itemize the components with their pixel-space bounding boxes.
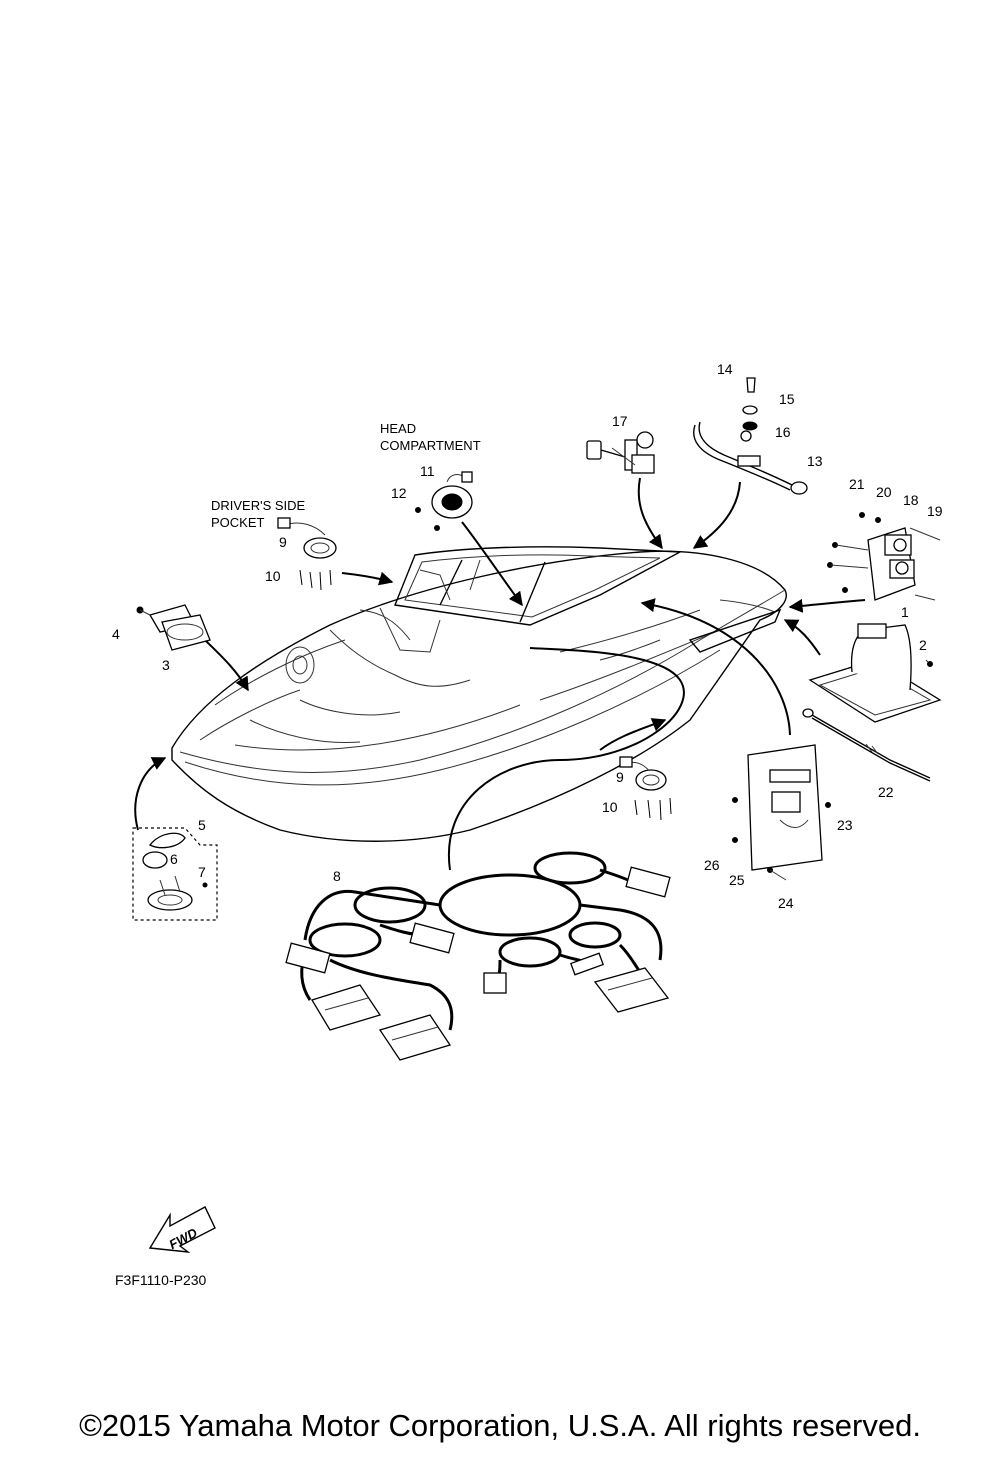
callout-23: 23 bbox=[837, 817, 853, 833]
boat-hull bbox=[171, 550, 787, 842]
callout-3: 3 bbox=[162, 657, 170, 673]
callout-9-top: 9 bbox=[279, 534, 287, 550]
callout-21: 21 bbox=[849, 476, 865, 492]
callout-26: 26 bbox=[704, 857, 720, 873]
callout-13: 13 bbox=[807, 453, 823, 469]
callout-22: 22 bbox=[878, 784, 894, 800]
callout-6: 6 bbox=[170, 851, 178, 867]
callout-14: 14 bbox=[717, 361, 733, 377]
callout-11: 11 bbox=[420, 463, 435, 479]
callout-12: 12 bbox=[391, 485, 407, 501]
part-22-cable bbox=[802, 708, 931, 782]
figure-code: F3F1110-P230 bbox=[115, 1272, 207, 1288]
head-compartment-label-1: HEAD bbox=[380, 421, 416, 436]
drivers-pocket-label-1: DRIVER'S SIDE bbox=[211, 498, 306, 513]
callout-24: 24 bbox=[778, 895, 794, 911]
part-13-cable bbox=[693, 377, 808, 495]
part-9-lamp-bottom bbox=[619, 756, 672, 821]
callout-1: 1 bbox=[901, 604, 909, 620]
head-compartment-label-2: COMPARTMENT bbox=[380, 438, 481, 453]
part-17-sensor bbox=[586, 431, 655, 474]
arrows bbox=[134, 477, 866, 871]
fwd-arrow bbox=[148, 1206, 216, 1253]
callout-15: 15 bbox=[779, 391, 795, 407]
part-1-battery-tray bbox=[808, 623, 942, 723]
callout-2: 2 bbox=[919, 637, 927, 653]
callout-4: 4 bbox=[112, 626, 120, 642]
callout-16: 16 bbox=[775, 424, 791, 440]
part-18-bracket bbox=[827, 512, 941, 601]
callout-19: 19 bbox=[927, 503, 943, 519]
callout-numbers: 1 2 3 4 5 6 7 8 9 10 11 12 13 14 15 16 1… bbox=[112, 361, 943, 911]
part-11-head-light bbox=[415, 471, 473, 531]
part-8-wiring-harness bbox=[285, 851, 671, 1061]
callout-8: 8 bbox=[333, 868, 341, 884]
callout-25: 25 bbox=[729, 872, 745, 888]
copyright-notice: ©2015 Yamaha Motor Corporation, U.S.A. A… bbox=[79, 1408, 921, 1443]
part-9-lamp-top bbox=[277, 517, 337, 591]
part-3-pocket-light bbox=[136, 604, 211, 651]
callout-18: 18 bbox=[903, 492, 919, 508]
callout-7: 7 bbox=[198, 864, 206, 880]
drivers-pocket-label-2: POCKET bbox=[211, 515, 265, 530]
parts-5-7-group bbox=[132, 827, 218, 921]
callout-10-top: 10 bbox=[265, 568, 281, 584]
part-23-ecu bbox=[732, 744, 831, 881]
windshield bbox=[394, 546, 683, 626]
callout-5: 5 bbox=[198, 817, 206, 833]
callout-9-bottom: 9 bbox=[616, 769, 624, 785]
callout-20: 20 bbox=[876, 484, 892, 500]
callout-17: 17 bbox=[612, 413, 628, 429]
callout-10-bottom: 10 bbox=[602, 799, 618, 815]
